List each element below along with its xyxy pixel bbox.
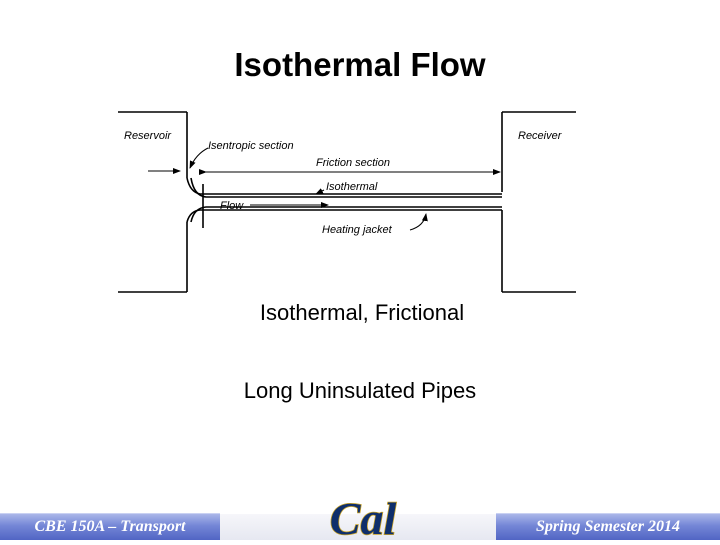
caption-isothermal-frictional: Isothermal, Frictional [259, 300, 465, 325]
isothermal-flow-diagram: Reservoir Receiver Isentropic section Fr… [110, 108, 590, 298]
slide-title: Isothermal Flow [234, 46, 486, 83]
isothermal-arrow [315, 188, 325, 195]
reservoir-wall [118, 111, 188, 293]
reservoir-label: Reservoir [124, 130, 172, 142]
friction-section-label: Friction section [316, 157, 390, 169]
course-label: CBE 150A – Transport [0, 513, 220, 540]
receiver-label: Receiver [518, 130, 563, 142]
isentropic-arrow [189, 147, 209, 169]
heating-jacket-arrow [409, 213, 428, 231]
pipe [186, 177, 502, 228]
semester-label: Spring Semester 2014 [496, 513, 720, 540]
footer: CBE 150A – Transport Spring Semester 201… [0, 492, 720, 545]
receiver-wall [501, 111, 576, 293]
isothermal-label: Isothermal [326, 181, 378, 193]
heating-jacket-label: Heating jacket [322, 224, 393, 236]
isentropic-section-label: Isentropic section [208, 140, 294, 152]
flow-label: Flow [220, 200, 244, 212]
svg-text:Cal: Cal [330, 493, 397, 540]
annotation-arrows [148, 147, 501, 231]
caption-long-uninsulated-pipes: Long Uninsulated Pipes [243, 378, 477, 403]
cal-logo: Cal [326, 492, 400, 545]
